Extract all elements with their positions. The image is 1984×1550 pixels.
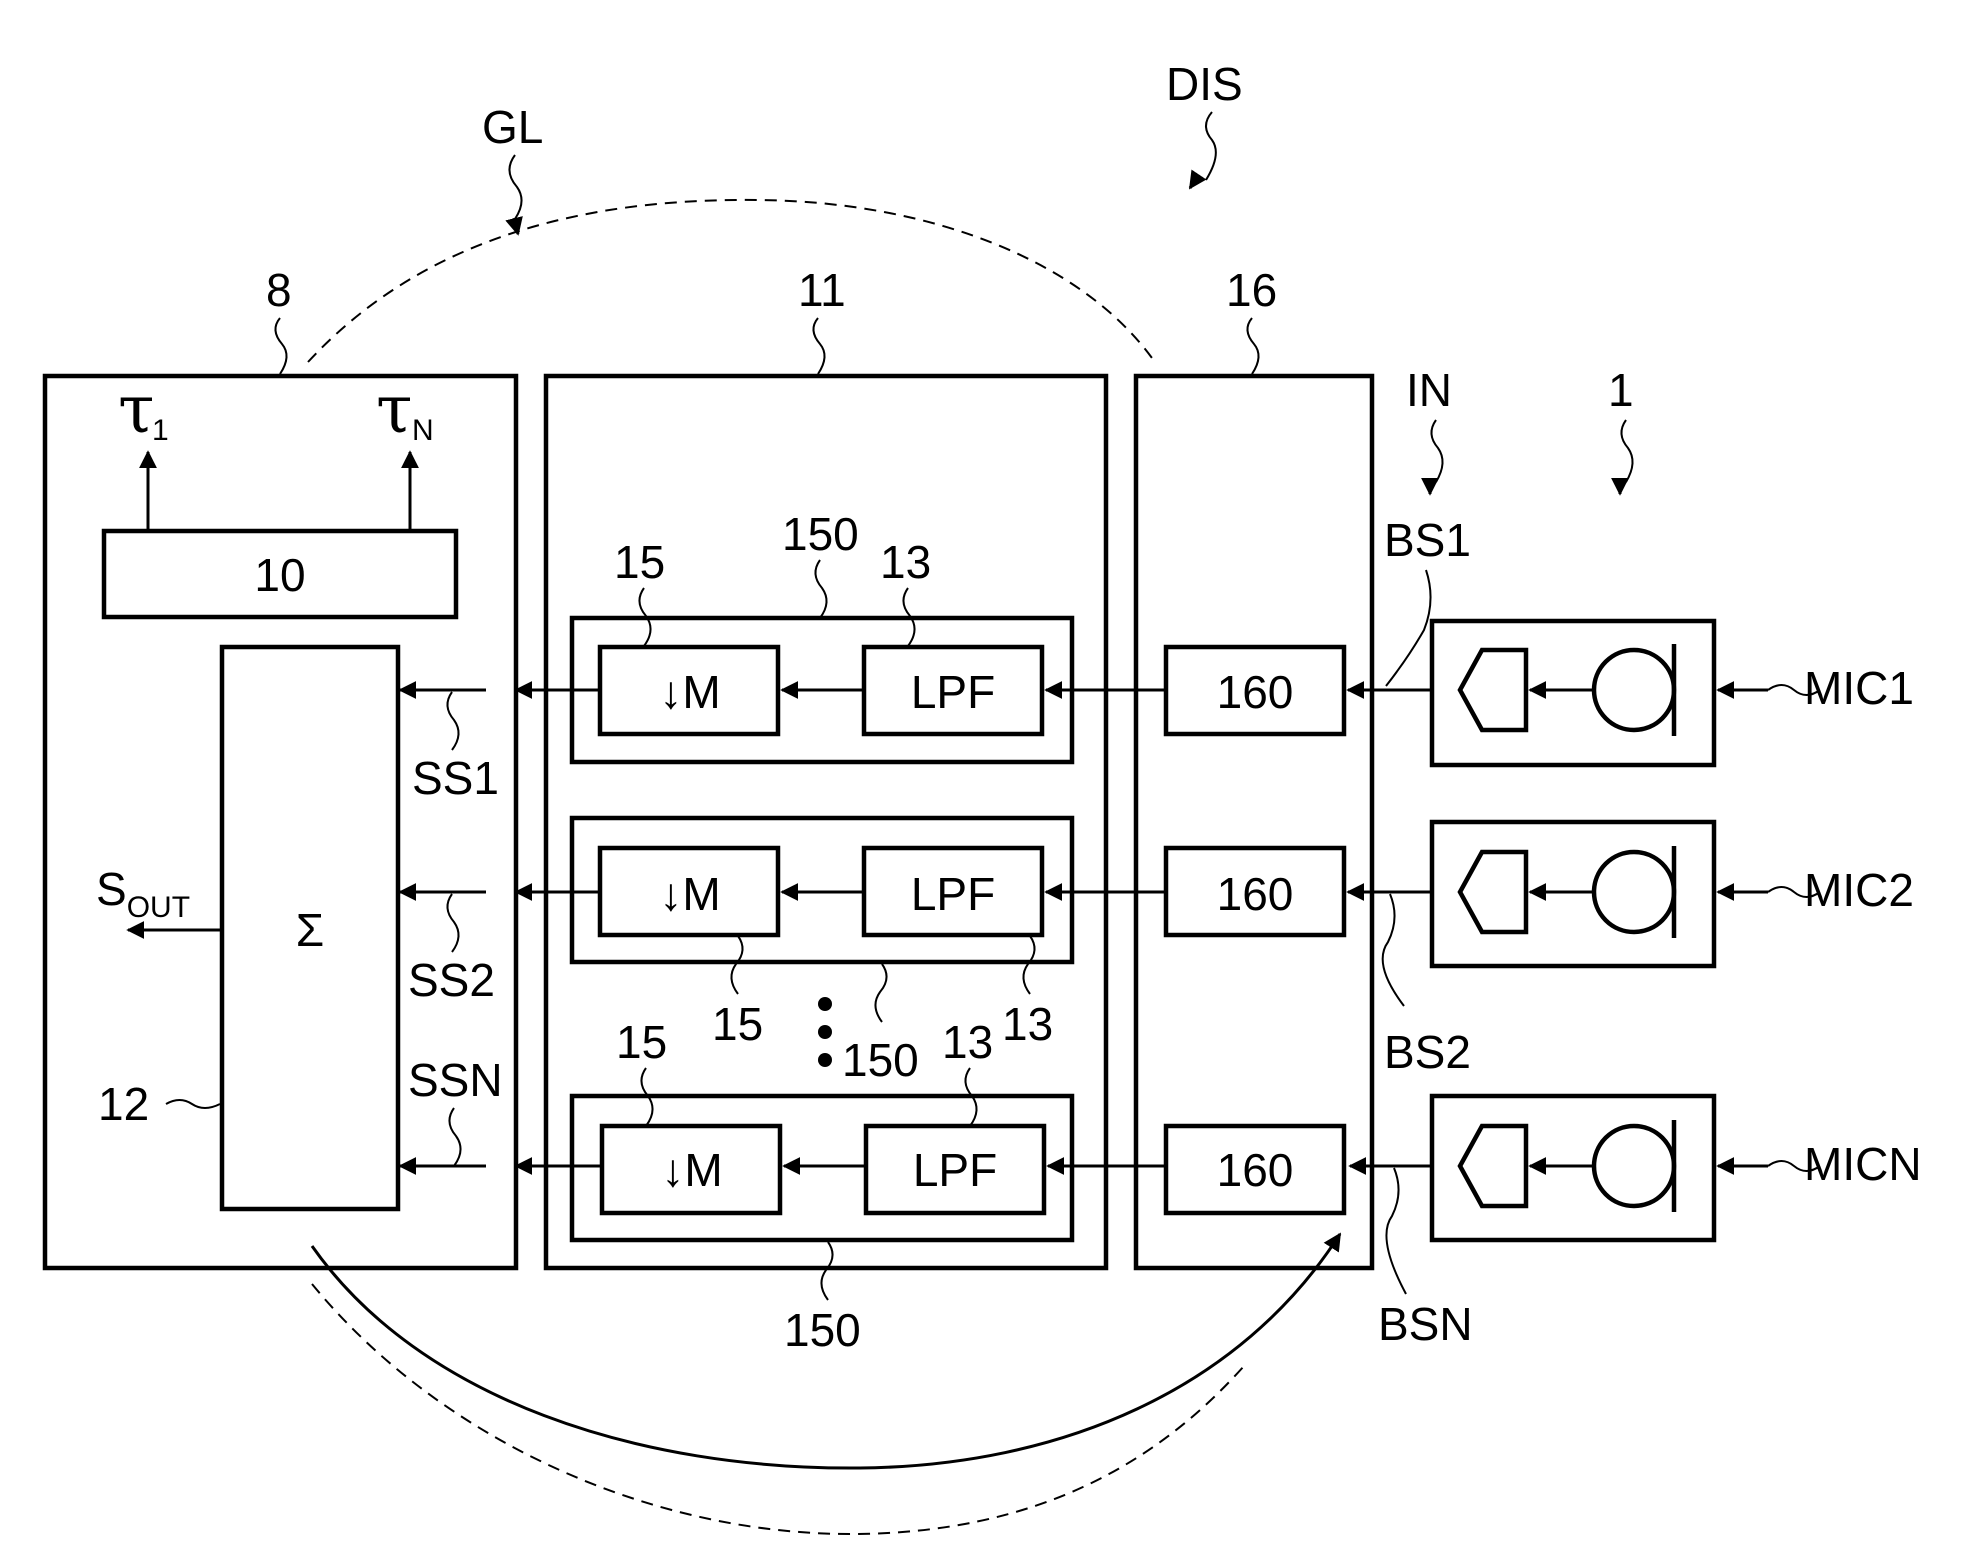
dis-leader <box>1206 112 1216 180</box>
ref-16: 16 <box>1226 264 1277 316</box>
ch1-ref-150: 150 <box>782 508 859 560</box>
sigma-symbol: Σ <box>296 904 324 956</box>
ch1-ref-13: 13 <box>880 536 931 588</box>
ref-12-leader <box>166 1100 220 1108</box>
ref-8-leader <box>275 318 286 374</box>
mic2-label: MIC2 <box>1804 864 1914 916</box>
mic1-label: MIC1 <box>1804 662 1914 714</box>
micn-microphone-icon <box>1594 1126 1674 1206</box>
ch2-decimator-label: ↓M <box>659 868 720 920</box>
ellipsis-dot-1 <box>818 997 832 1011</box>
ref-11-leader <box>813 318 824 374</box>
ssn-leader <box>449 1108 460 1166</box>
chn-ref-13: 13 <box>942 1016 993 1068</box>
bs2-label: BS2 <box>1384 1026 1471 1078</box>
block-8 <box>45 376 516 1268</box>
ssn-label: SSN <box>408 1054 503 1106</box>
ch2-block-160-label: 160 <box>1217 868 1294 920</box>
bsn-leader <box>1386 1168 1406 1294</box>
tau-n-symbol: τ <box>376 371 413 448</box>
chn-ref-150-leader <box>821 1242 832 1300</box>
mic1-microphone-icon <box>1594 650 1674 730</box>
ch2-ref-150: 150 <box>842 1034 919 1086</box>
in-leader <box>1431 420 1442 482</box>
ref-11: 11 <box>798 264 846 316</box>
ch1-ref-15: 15 <box>614 536 665 588</box>
bs2-leader <box>1383 894 1404 1006</box>
ellipsis-dot-2 <box>818 1025 832 1039</box>
bs1-leader <box>1386 570 1431 686</box>
gl-dashed-arc-bottom <box>312 1284 1244 1534</box>
ss1-label: SS1 <box>412 752 499 804</box>
ref-16-leader <box>1247 318 1258 374</box>
tau-1-subscript: 1 <box>152 414 169 447</box>
gl-leader <box>509 155 521 219</box>
ss1-leader <box>447 692 458 750</box>
chn-decimator-label: ↓M <box>661 1144 722 1196</box>
micn-label: MICN <box>1804 1138 1922 1190</box>
chn-ref-150: 150 <box>784 1304 861 1356</box>
in-label: IN <box>1406 364 1452 416</box>
s-out-label: SOUT <box>96 863 190 924</box>
ref-8: 8 <box>266 264 292 316</box>
ref-1-leader <box>1621 420 1632 482</box>
ch2-ref-13-leader <box>1023 936 1034 994</box>
mic2-adc-icon <box>1460 852 1526 932</box>
mic2-microphone-icon <box>1594 852 1674 932</box>
dis-label: DIS <box>1166 58 1243 110</box>
ch2-lpf-label: LPF <box>911 868 995 920</box>
ref-1: 1 <box>1608 364 1634 416</box>
bsn-label: BSN <box>1378 1298 1473 1350</box>
bs1-label: BS1 <box>1384 514 1471 566</box>
ch2-ref-150-leader <box>875 964 886 1022</box>
tau-1-symbol: τ <box>118 371 155 448</box>
mic1-adc-icon <box>1460 650 1526 730</box>
ch2-ref-13: 13 <box>1002 998 1053 1050</box>
chn-lpf-label: LPF <box>913 1144 997 1196</box>
gl-label: GL <box>482 101 543 153</box>
gl-dashed-arc-top <box>308 200 1152 362</box>
block-16 <box>1136 376 1372 1268</box>
dis-arrow <box>1190 176 1198 188</box>
block-10-label: 10 <box>254 549 305 601</box>
ch1-decimator-label: ↓M <box>659 666 720 718</box>
ch2-ref-15: 15 <box>712 998 763 1050</box>
ch2-ref-15-leader <box>731 936 742 994</box>
ch1-block-160-label: 160 <box>1217 666 1294 718</box>
ref-12: 12 <box>98 1078 149 1130</box>
ch2-block-150 <box>572 818 1072 962</box>
ss2-label: SS2 <box>408 954 495 1006</box>
ch1-lpf-label: LPF <box>911 666 995 718</box>
ch1-ref-150-leader <box>815 560 826 618</box>
micn-adc-icon <box>1460 1126 1526 1206</box>
chn-ref-15: 15 <box>616 1016 667 1068</box>
tau-n-subscript: N <box>412 414 434 447</box>
ellipsis-dot-3 <box>818 1053 832 1067</box>
chn-block-160-label: 160 <box>1217 1144 1294 1196</box>
ss2-leader <box>447 894 458 952</box>
